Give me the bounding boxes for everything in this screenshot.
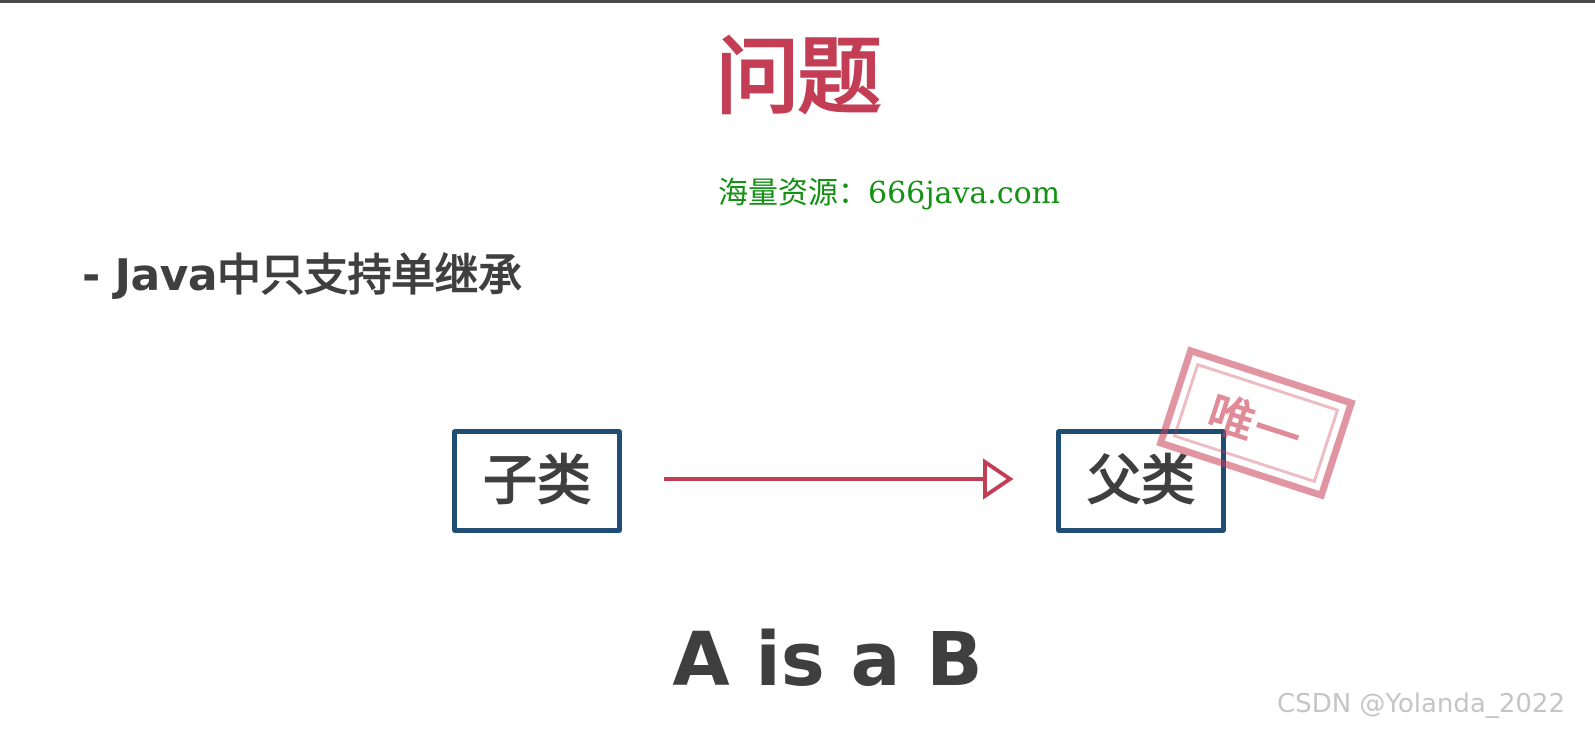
bullet-point: - Java中只支持单继承 [82,250,522,301]
child-class-box: 子类 [452,429,622,533]
page-title: 问题 [715,28,881,126]
parent-class-box: 父类 [1056,429,1226,533]
stamp-label: 唯一 [1201,385,1310,467]
child-class-label: 子类 [483,449,591,512]
top-rule [0,0,1595,3]
source-line: 海量资源：666java.com [718,176,1061,211]
inheritance-arrow-head [983,458,1014,500]
watermark: CSDN @Yolanda_2022 [1277,689,1565,719]
tagline: A is a B [672,617,983,703]
parent-class-label: 父类 [1087,449,1195,512]
